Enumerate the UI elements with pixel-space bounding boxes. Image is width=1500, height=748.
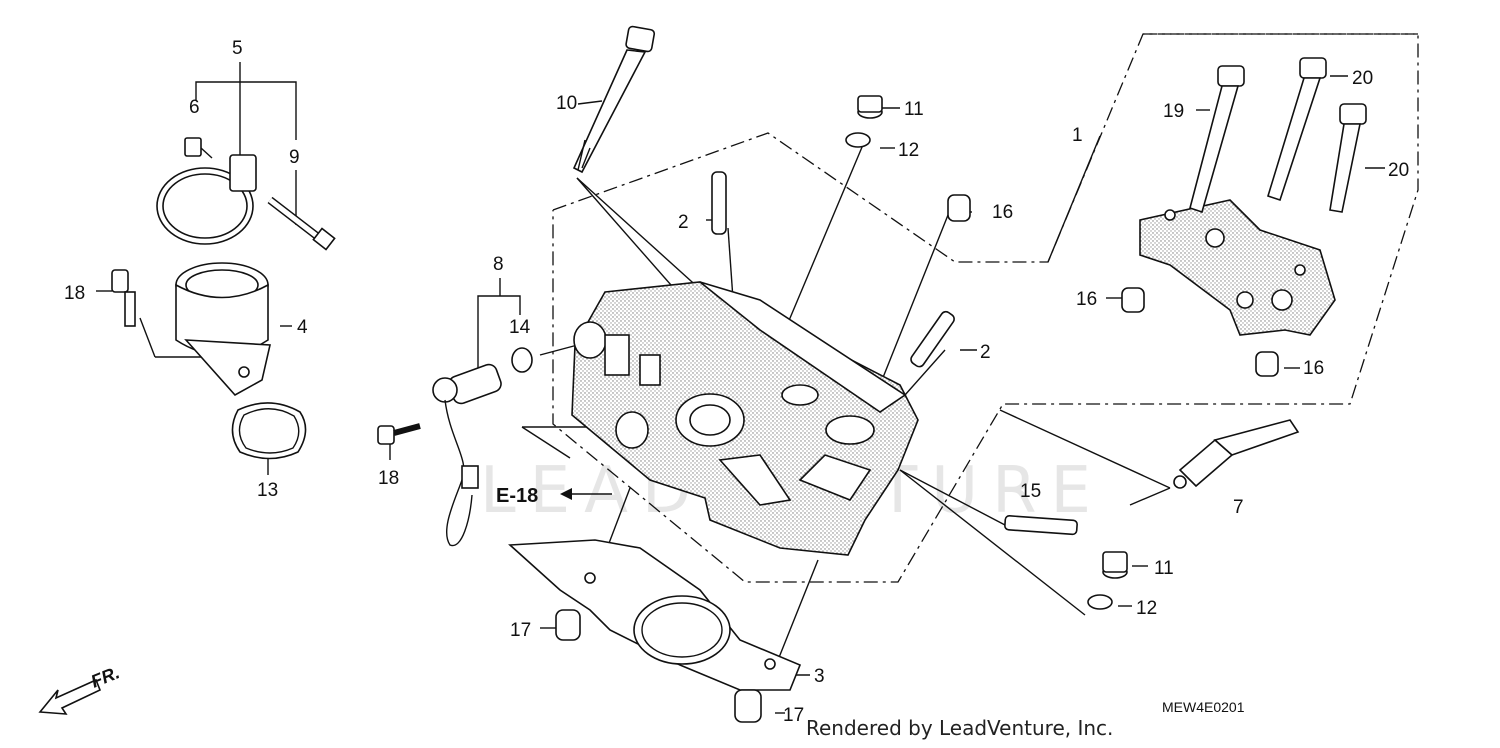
callout-13: 13 bbox=[257, 480, 278, 501]
diagram-code: MEW4E0201 bbox=[1162, 699, 1245, 715]
o-ring-13 bbox=[231, 402, 307, 460]
callout-1: 1 bbox=[1072, 125, 1083, 146]
dowel-16-left bbox=[1121, 287, 1145, 313]
e18-reference-arrow bbox=[560, 488, 612, 500]
callout-16-left: 16 bbox=[1076, 289, 1097, 310]
callout-12-bottom: 12 bbox=[1136, 598, 1157, 619]
callout-12-top: 12 bbox=[898, 140, 919, 161]
clip-6 bbox=[184, 137, 202, 157]
callout-10: 10 bbox=[556, 93, 577, 114]
nut-11-top bbox=[857, 95, 883, 119]
bolt-19 bbox=[1189, 65, 1245, 214]
callout-5: 5 bbox=[232, 38, 243, 59]
callout-15: 15 bbox=[1020, 481, 1041, 502]
bolt-20-right bbox=[1329, 103, 1367, 213]
callout-9: 9 bbox=[289, 147, 300, 168]
callout-17-upper: 17 bbox=[510, 620, 531, 641]
callout-16-top: 16 bbox=[992, 202, 1013, 223]
washer-12-top bbox=[845, 132, 871, 148]
o-ring-14 bbox=[511, 347, 533, 373]
callout-18-left: 18 bbox=[64, 283, 85, 304]
callout-11-bottom: 11 bbox=[1154, 558, 1174, 579]
callout-numbers: 1 2 2 3 4 5 6 7 8 9 10 11 11 12 12 13 14… bbox=[64, 38, 1409, 726]
callout-7: 7 bbox=[1233, 497, 1244, 518]
head-gasket-3 bbox=[508, 539, 802, 691]
front-direction-arrow bbox=[38, 678, 102, 715]
callout-20-right: 20 bbox=[1388, 160, 1409, 181]
cylinder-head bbox=[571, 281, 919, 556]
callout-3: 3 bbox=[814, 666, 825, 687]
callout-16-right: 16 bbox=[1303, 358, 1324, 379]
bolt-10 bbox=[572, 25, 656, 174]
spark-plug-7 bbox=[1173, 419, 1300, 489]
dowel-pin-2-right bbox=[910, 310, 955, 368]
callout-2-right: 2 bbox=[980, 342, 991, 363]
dowel-16-top bbox=[947, 194, 971, 222]
callout-11-top: 11 bbox=[904, 99, 924, 120]
washer-12-bottom bbox=[1087, 594, 1113, 610]
e18-reference-label: E-18 bbox=[496, 485, 538, 507]
screw-9 bbox=[267, 196, 336, 251]
dowel-17-upper bbox=[555, 609, 581, 641]
nut-11-bottom bbox=[1102, 551, 1128, 579]
head-assembly-outline bbox=[552, 33, 1419, 583]
callout-20-top: 20 bbox=[1352, 68, 1373, 89]
callout-18-sensor: 18 bbox=[378, 468, 399, 489]
callout-6: 6 bbox=[189, 97, 200, 118]
callout-2-top: 2 bbox=[678, 212, 689, 233]
callout-19: 19 bbox=[1163, 101, 1184, 122]
credit-text: Rendered by LeadVenture, Inc. bbox=[806, 716, 1114, 740]
bolt-20-top bbox=[1267, 57, 1327, 202]
dowel-16-right bbox=[1255, 351, 1279, 377]
sensor-8 bbox=[432, 363, 502, 547]
callout-14: 14 bbox=[509, 317, 531, 338]
callout-4: 4 bbox=[297, 317, 308, 338]
bolt-18-left bbox=[111, 269, 136, 327]
bolt-18-sensor bbox=[377, 423, 421, 445]
front-direction-label: FR. bbox=[88, 662, 122, 691]
band-5 bbox=[156, 154, 257, 245]
callout-17-lower: 17 bbox=[783, 705, 804, 726]
insulator-4 bbox=[175, 262, 271, 397]
dowel-pin-2-top bbox=[711, 171, 727, 235]
camshaft-holder-1 bbox=[1139, 199, 1336, 336]
callout-8: 8 bbox=[493, 254, 504, 275]
stud-15 bbox=[1004, 515, 1078, 536]
dowel-17-lower bbox=[734, 689, 762, 723]
